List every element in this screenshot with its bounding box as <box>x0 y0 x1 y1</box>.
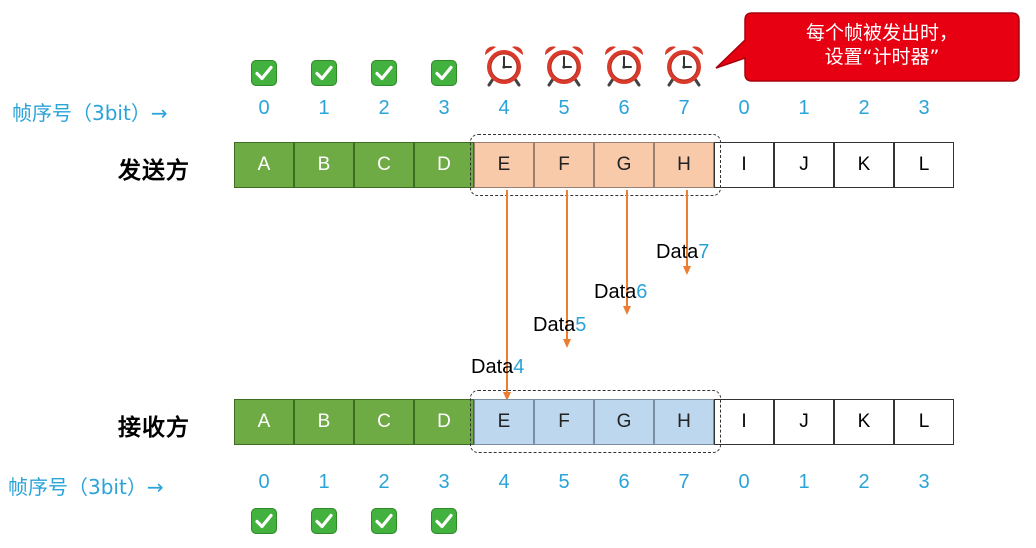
sender-frame-b: B <box>294 142 354 188</box>
sender-seq-number: 3 <box>438 97 450 119</box>
receiver-seq-number: 6 <box>618 471 630 493</box>
alarm-clock-icon <box>662 43 706 87</box>
sender-window <box>470 134 721 196</box>
receiver-seq-label: 帧序号（3bit）→ <box>8 475 164 499</box>
check-icon <box>251 60 277 86</box>
data-label-prefix: Data <box>533 314 576 336</box>
check-icon <box>431 60 457 86</box>
check-icon <box>371 60 397 86</box>
receiver-seq-number: 5 <box>558 471 570 493</box>
receiver-frame-g: G <box>594 399 654 445</box>
receiver-frame-l: L <box>894 399 954 445</box>
receiver-seq-number: 3 <box>918 471 930 493</box>
data-label: Data5 <box>533 314 586 337</box>
receiver-frame-f: F <box>534 399 594 445</box>
receiver-frame-h: H <box>654 399 714 445</box>
receiver-seq-number: 7 <box>678 471 690 493</box>
data-label: Data6 <box>594 281 647 304</box>
sender-frame-l: L <box>894 142 954 188</box>
sender-frame-f: F <box>534 142 594 188</box>
callout-shape <box>715 12 1020 82</box>
data-label-number: 7 <box>698 241 710 263</box>
receiver-frame-i: I <box>714 399 774 445</box>
sender-seq-number: 7 <box>678 97 690 119</box>
sender-seq-number: 6 <box>618 97 630 119</box>
sender-frame-g: G <box>594 142 654 188</box>
sender-seq-number: 3 <box>918 97 930 119</box>
receiver-frame-e: E <box>474 399 534 445</box>
callout-line-2: 设置“计时器” <box>824 46 940 68</box>
receiver-frame-j: J <box>774 399 834 445</box>
check-icon <box>431 508 457 534</box>
receiver-seq-number: 3 <box>438 471 450 493</box>
receiver-frame-d: D <box>414 399 474 445</box>
receiver-seq-number: 0 <box>258 471 270 493</box>
receiver-window <box>470 390 721 453</box>
sender-label: 发送方 <box>118 158 190 184</box>
receiver-frame-c: C <box>354 399 414 445</box>
sender-seq-number: 2 <box>858 97 870 119</box>
sender-seq-number: 1 <box>798 97 810 119</box>
sender-frame-i: I <box>714 142 774 188</box>
sender-seq-number: 1 <box>318 97 330 119</box>
check-icon <box>371 508 397 534</box>
alarm-clock-icon <box>602 43 646 87</box>
check-icon <box>311 60 337 86</box>
timer-callout: 每个帧被发出时， 设置“计时器” <box>712 10 1022 86</box>
check-icon <box>251 508 277 534</box>
alarm-clock-icon <box>542 43 586 87</box>
receiver-seq-number: 0 <box>738 471 750 493</box>
sender-frame-c: C <box>354 142 414 188</box>
receiver-seq-number: 2 <box>858 471 870 493</box>
data-label-number: 5 <box>575 314 587 336</box>
sender-seq-number: 0 <box>738 97 750 119</box>
data-label-number: 4 <box>513 356 525 378</box>
receiver-frame-a: A <box>234 399 294 445</box>
receiver-seq-number: 4 <box>498 471 510 493</box>
receiver-seq-number: 2 <box>378 471 390 493</box>
data-label-prefix: Data <box>594 281 637 303</box>
sender-frame-e: E <box>474 142 534 188</box>
sender-frame-h: H <box>654 142 714 188</box>
data-label: Data4 <box>471 356 524 379</box>
callout-line-1: 每个帧被发出时， <box>805 22 958 44</box>
sender-frame-k: K <box>834 142 894 188</box>
receiver-label: 接收方 <box>118 415 190 441</box>
sender-seq-number: 5 <box>558 97 570 119</box>
data-label-prefix: Data <box>656 241 699 263</box>
sender-frame-d: D <box>414 142 474 188</box>
sender-seq-label: 帧序号（3bit）→ <box>12 101 168 125</box>
receiver-frame-b: B <box>294 399 354 445</box>
receiver-seq-number: 1 <box>798 471 810 493</box>
sender-frame-j: J <box>774 142 834 188</box>
data-label: Data7 <box>656 241 709 264</box>
data-label-number: 6 <box>636 281 648 303</box>
sender-seq-number: 2 <box>378 97 390 119</box>
check-icon <box>311 508 337 534</box>
receiver-frame-k: K <box>834 399 894 445</box>
alarm-clock-icon <box>482 43 526 87</box>
sender-frame-a: A <box>234 142 294 188</box>
data-label-prefix: Data <box>471 356 514 378</box>
receiver-seq-number: 1 <box>318 471 330 493</box>
sender-seq-number: 4 <box>498 97 510 119</box>
sender-seq-number: 0 <box>258 97 270 119</box>
